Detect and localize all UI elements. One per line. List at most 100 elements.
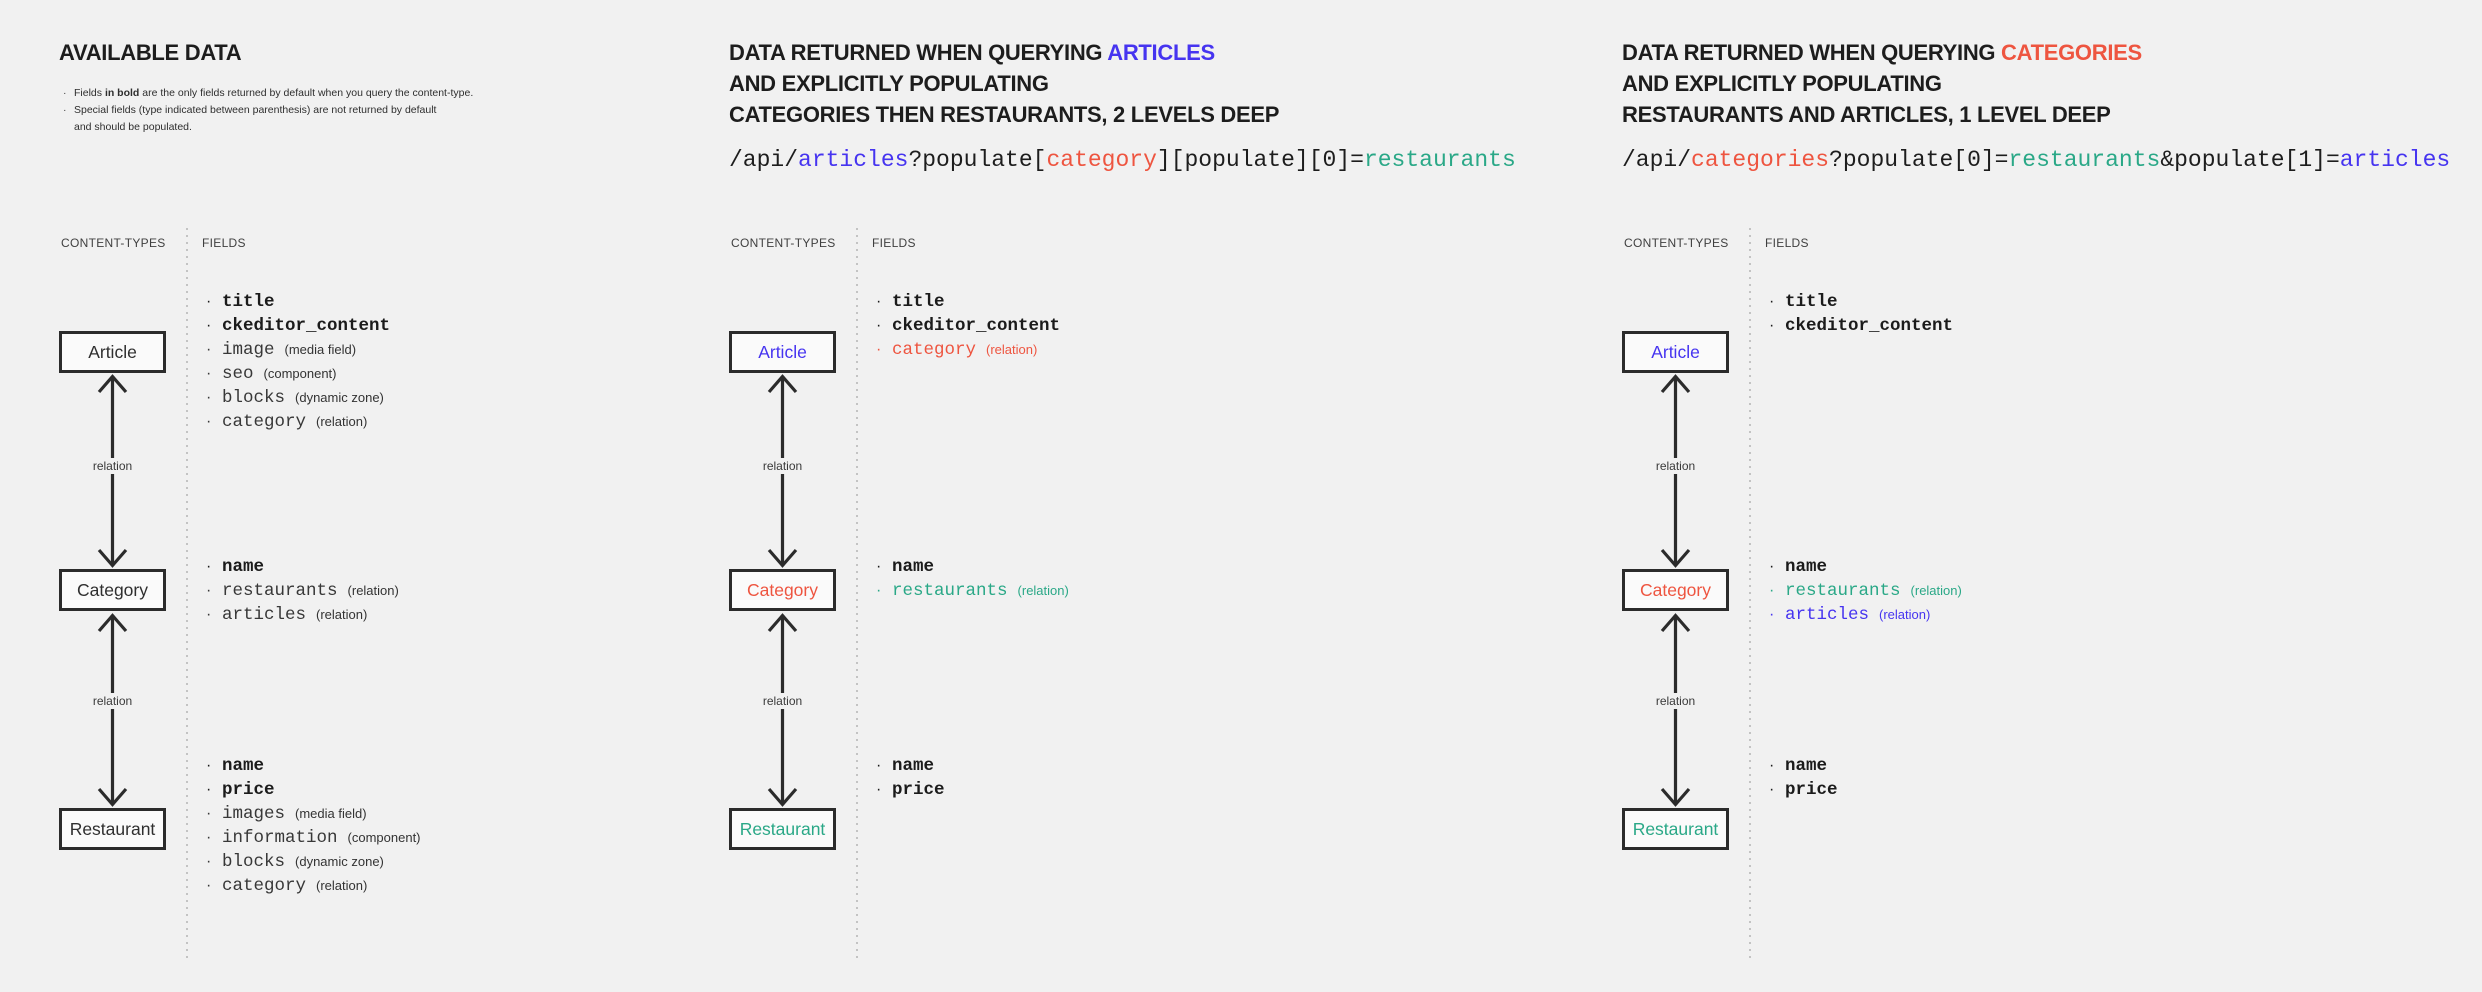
field-name: image <box>222 340 275 360</box>
field-name: restaurants <box>892 581 1008 601</box>
relation-arrow: relation <box>752 373 813 569</box>
title-line: CATEGORIES THEN RESTAURANTS, 2 LEVELS DE… <box>729 99 1279 130</box>
field-name: category <box>222 876 307 896</box>
title-text-highlight: ARTICLES <box>1107 40 1215 65</box>
title-line: AND EXPLICITLY POPULATING <box>1622 68 2142 99</box>
title-line: RESTAURANTS AND ARTICLES, 1 LEVEL DEEP <box>1622 99 2142 130</box>
divider-dotted-line <box>856 228 858 958</box>
content-types-label: CONTENT-TYPES <box>61 236 166 250</box>
fields-label: FIELDS <box>202 236 246 250</box>
divider-dotted-line <box>1749 228 1751 958</box>
field-name: name <box>1785 756 1828 776</box>
fields-list-restaurant: name price <box>876 754 1336 802</box>
relation-label: relation <box>89 458 136 474</box>
field-row: name <box>876 754 1336 778</box>
field-name: name <box>1785 557 1828 577</box>
field-row: blocks(dynamic zone) <box>206 850 666 874</box>
api-segment: articles <box>798 147 909 173</box>
title-text: AND EXPLICITLY POPULATING <box>1622 71 1942 96</box>
field-name: title <box>892 292 945 312</box>
content-type-box-category: Category <box>729 569 836 611</box>
panel-title: DATA RETURNED WHEN QUERYING ARTICLES AND… <box>729 37 1279 130</box>
field-name: articles <box>222 605 307 625</box>
title-text-highlight: CATEGORIES <box>2001 40 2142 65</box>
field-row: name <box>206 555 666 579</box>
field-row: restaurants(relation) <box>876 579 1336 603</box>
panel-available-data: AVAILABLE DATA Fields in bold are the on… <box>57 0 717 992</box>
api-segment: /api/ <box>729 147 799 173</box>
field-name: name <box>892 557 935 577</box>
relation-label: relation <box>759 458 806 474</box>
content-type-box-article: Article <box>729 331 836 373</box>
field-row: blocks (dynamic zone) <box>206 386 666 410</box>
api-segment: ?populate[ <box>908 147 1047 173</box>
field-type-annotation: (dynamic zone) <box>295 390 384 405</box>
api-segment: ?populate[0]= <box>1829 147 2009 173</box>
fields-list-article: title ckeditor_content <box>1769 290 2229 338</box>
title-line: DATA RETURNED WHEN QUERYING CATEGORIES <box>1622 37 2142 68</box>
content-type-box-restaurant: Restaurant <box>59 808 166 850</box>
field-type-annotation: (relation) <box>986 342 1038 357</box>
field-name: blocks <box>222 388 286 408</box>
title-text: AND EXPLICITLY POPULATING <box>729 71 1049 96</box>
relation-arrow: relation <box>82 612 143 808</box>
field-row: restaurants(relation) <box>1769 579 2229 603</box>
double-arrow-icon <box>1660 613 1691 807</box>
fields-list-article: title ckeditor_content image(media field… <box>206 290 666 434</box>
field-name: information <box>222 828 338 848</box>
title-text: DATA RETURNED WHEN QUERYING <box>1622 40 2002 65</box>
note-item: Fields in bold are the only fields retur… <box>61 85 531 102</box>
field-row: ckeditor_content <box>206 314 666 338</box>
field-name: title <box>1785 292 1838 312</box>
relation-arrow: relation <box>1645 373 1706 569</box>
panel-query-categories: DATA RETURNED WHEN QUERYING CATEGORIES A… <box>1620 0 2480 992</box>
field-row: title <box>1769 290 2229 314</box>
field-row: articles (relation) <box>1769 603 2229 627</box>
api-segment: categories <box>1691 147 1830 173</box>
note-text: Fields <box>74 87 105 99</box>
relation-arrow: relation <box>82 373 143 569</box>
field-type-annotation: (dynamic zone) <box>295 854 384 869</box>
double-arrow-icon <box>767 613 798 807</box>
content-types-label: CONTENT-TYPES <box>1624 236 1729 250</box>
field-row: price <box>206 778 666 802</box>
api-segment: category <box>1046 147 1157 173</box>
fields-list-category: name restaurants(relation) articles(rela… <box>206 555 666 627</box>
field-row: ckeditor_content <box>876 314 1336 338</box>
api-segment: /api/ <box>1622 147 1692 173</box>
content-type-box-article: Article <box>59 331 166 373</box>
field-row: information (component) <box>206 826 666 850</box>
field-name: restaurants <box>222 581 338 601</box>
field-row: image (media field) <box>206 338 666 362</box>
relation-label: relation <box>89 693 136 709</box>
fields-list-restaurant: name price <box>1769 754 2229 802</box>
title-text: RESTAURANTS AND ARTICLES, 1 LEVEL DEEP <box>1622 102 2111 127</box>
field-type-annotation: (media field) <box>284 342 357 357</box>
field-type-annotation: (component) <box>347 830 421 845</box>
content-type-name: Restaurant <box>69 818 156 839</box>
content-type-box-restaurant: Restaurant <box>1622 808 1729 850</box>
notes-list: Fields in bold are the only fields retur… <box>61 85 531 136</box>
field-name: name <box>892 756 935 776</box>
fields-list-restaurant: name price images(media field) informati… <box>206 754 666 898</box>
field-name: restaurants <box>1785 581 1901 601</box>
field-row: name <box>1769 754 2229 778</box>
field-row: images(media field) <box>206 802 666 826</box>
title-text: DATA RETURNED WHEN QUERYING <box>729 40 1108 65</box>
field-name: name <box>222 756 265 776</box>
field-row: restaurants(relation) <box>206 579 666 603</box>
field-type-annotation: (relation) <box>1879 607 1931 622</box>
field-name: category <box>222 412 307 432</box>
field-name: articles <box>1785 605 1870 625</box>
content-type-box-restaurant: Restaurant <box>729 808 836 850</box>
content-types-label: CONTENT-TYPES <box>731 236 836 250</box>
field-name: ckeditor_content <box>892 316 1061 336</box>
field-row: category(relation) <box>206 874 666 898</box>
relation-arrow: relation <box>752 612 813 808</box>
note-text: are the only fields returned by default … <box>139 87 474 99</box>
field-row: name <box>876 555 1336 579</box>
field-name: category <box>892 340 977 360</box>
relation-label: relation <box>759 693 806 709</box>
field-row: title <box>876 290 1336 314</box>
